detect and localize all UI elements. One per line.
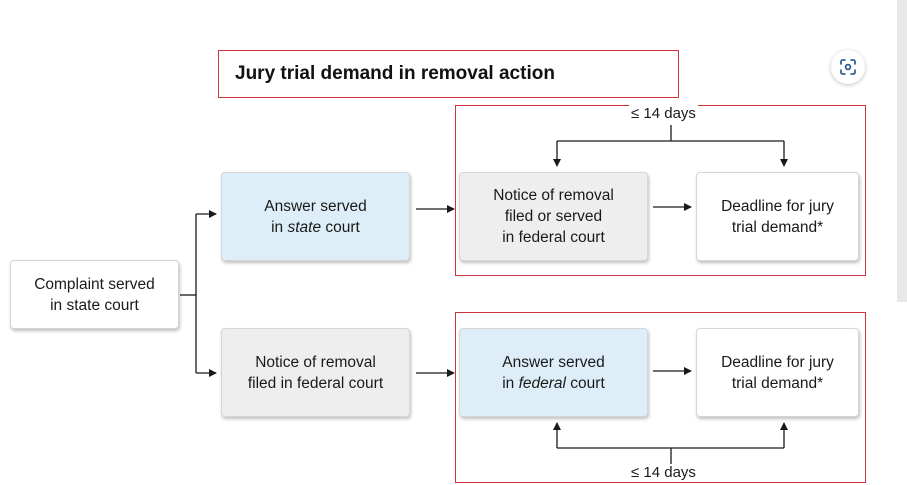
notice-of-removal-bottom-node: Notice of removal filed in federal court [221, 328, 410, 417]
complaint-served-node: Complaint served in state court [10, 260, 179, 329]
node-text-pre: in [271, 218, 288, 236]
node-text-line: Answer served [502, 353, 605, 371]
notice-of-removal-top-node: Notice of removal filed or served in fed… [459, 172, 648, 261]
node-text-line: Complaint served [34, 275, 155, 293]
node-text-line: filed in federal court [247, 374, 384, 392]
scrollbar-track[interactable] [897, 0, 907, 302]
node-text-line: in federal court [502, 229, 605, 246]
node-text-line: filed or served [504, 208, 603, 225]
node-text-emphasis: state [287, 218, 322, 236]
node-text-pre: in [502, 374, 519, 392]
lens-search-icon [840, 59, 856, 75]
node-text-line: trial demand* [731, 218, 824, 236]
deadline-jury-demand-top-node: Deadline for jury trial demand* [696, 172, 859, 261]
node-text-line: in state court [50, 296, 139, 314]
node-text-line: Notice of removal [255, 353, 376, 371]
deadline-jury-demand-bottom-node: Deadline for jury trial demand* [696, 328, 859, 417]
top-interval-label: ≤ 14 days [629, 105, 698, 123]
node-text-post: court [566, 374, 605, 392]
node-text-line: trial demand* [731, 374, 824, 392]
node-text-line: Notice of removal [493, 187, 614, 204]
node-text-post: court [321, 218, 360, 236]
diagram-title: Jury trial demand in removal action [218, 50, 679, 98]
bottom-highlight-frame [455, 312, 866, 483]
diagram-title-text: Jury trial demand in removal action [235, 63, 555, 84]
answer-served-state-node: Answer served in state court [221, 172, 410, 261]
node-text-line: Deadline for jury [721, 353, 834, 371]
node-text-line: Answer served [264, 197, 367, 215]
node-text-line: Deadline for jury [721, 197, 834, 215]
node-text-emphasis: federal [518, 374, 566, 392]
bottom-interval-label: ≤ 14 days [629, 464, 698, 482]
lens-search-button[interactable] [831, 50, 865, 84]
answer-served-federal-node: Answer served in federal court [459, 328, 648, 417]
